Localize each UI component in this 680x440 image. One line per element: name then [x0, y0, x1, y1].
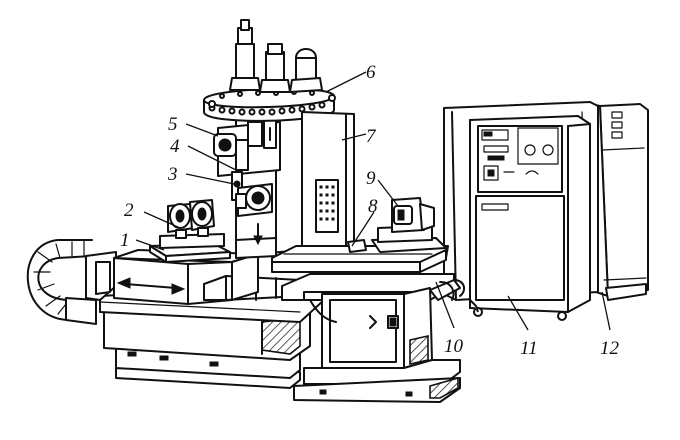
callout-11: 11 [520, 338, 538, 359]
callout-6: 6 [366, 62, 376, 83]
leader-11 [507, 295, 529, 331]
callout-4: 4 [170, 136, 180, 157]
leader-6 [325, 71, 367, 93]
callout-labels: 1 2 3 4 5 6 7 8 9 10 11 12 [120, 62, 620, 359]
fixture-9 [347, 197, 447, 253]
callout-10: 10 [444, 336, 464, 357]
leader-10 [435, 281, 455, 329]
fixture-2 [149, 199, 231, 263]
leader-12 [601, 291, 611, 331]
cable-duct [26, 239, 97, 325]
control-cabinet-11 [469, 115, 591, 321]
column-housing-7 [301, 111, 355, 251]
leader-2 [143, 211, 181, 229]
tool-turret-6 [203, 19, 336, 122]
callout-5: 5 [168, 114, 178, 135]
callout-12: 12 [600, 338, 620, 359]
right-table [271, 245, 449, 273]
callout-9: 9 [366, 168, 376, 189]
pallet-stand [281, 273, 466, 403]
callout-1: 1 [120, 230, 130, 251]
leader-9 [377, 179, 399, 207]
leader-7 [341, 133, 367, 141]
leader-3 [185, 173, 235, 185]
callout-8: 8 [368, 196, 378, 217]
leader-lines [135, 71, 611, 331]
leader-5 [185, 123, 219, 137]
callout-7: 7 [366, 126, 377, 147]
cooling-vents [319, 185, 335, 221]
leader-4 [187, 145, 237, 171]
callout-3: 3 [167, 164, 178, 185]
leader-8 [351, 211, 375, 247]
spindle-head [213, 119, 281, 217]
leader-1 [135, 239, 165, 251]
callout-2: 2 [124, 200, 134, 221]
